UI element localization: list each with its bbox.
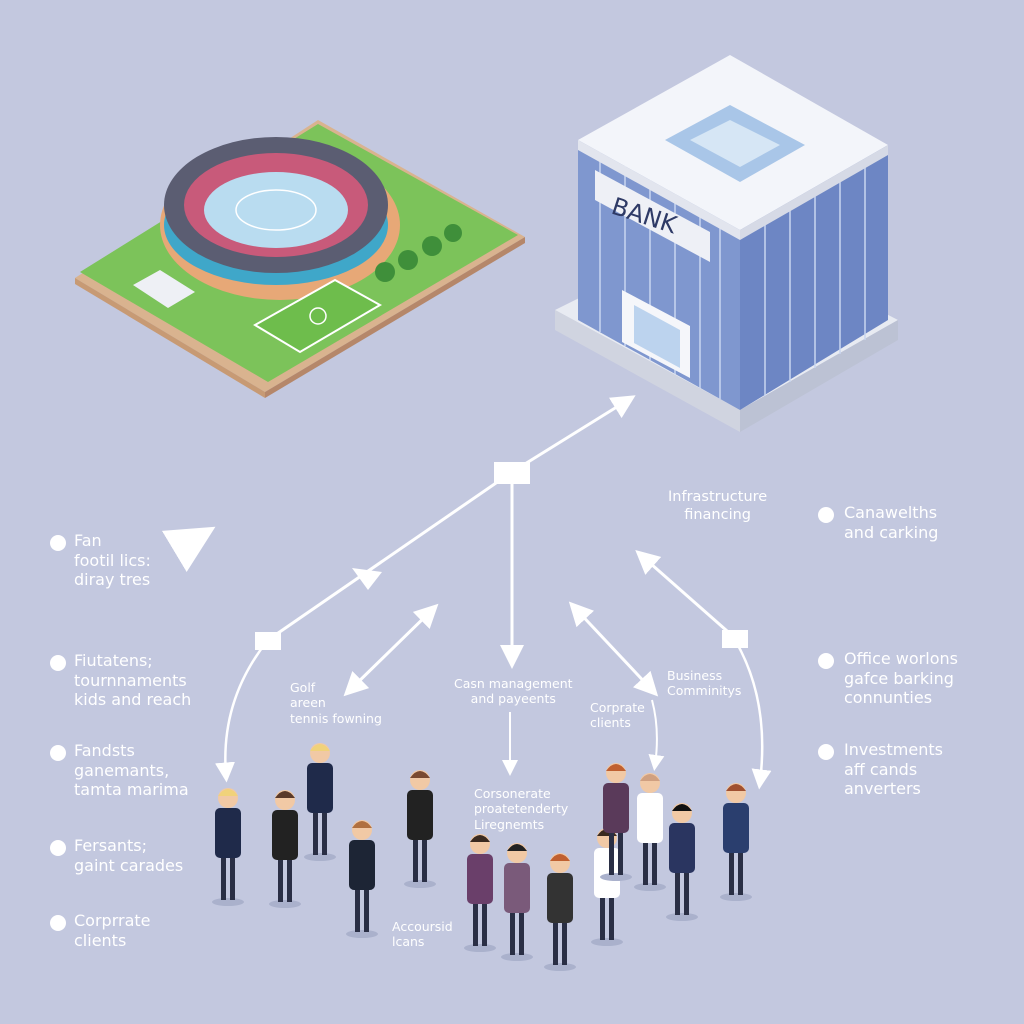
list-item-line: tamta marima: [74, 780, 189, 800]
bullet-icon: [50, 915, 66, 931]
list-item: Fersants;gaint carades: [74, 836, 183, 875]
list-item-line: gaint carades: [74, 855, 184, 875]
bullet-icon: [818, 507, 834, 523]
list-item-line: tournnaments: [74, 670, 187, 690]
list-item-line: gafce barking: [844, 668, 954, 688]
bullet-icon: [818, 744, 834, 760]
list-item-line: Fandsts: [74, 741, 135, 760]
person-figure: [464, 834, 496, 952]
bank-building-illustration: BANK: [555, 55, 898, 432]
person-figure: [346, 820, 378, 938]
flow-arrows: [161, 395, 772, 790]
list-item-line: Canawelths: [844, 503, 938, 522]
list-item-line: kids and reach: [74, 690, 192, 710]
junction-box: [494, 462, 530, 484]
list-item-line: connunties: [844, 688, 933, 708]
person-figure: [404, 770, 436, 888]
list-item-line: Fiutatens;: [74, 651, 153, 670]
stadium-illustration: [75, 120, 525, 398]
list-item-line: Investments: [844, 740, 943, 759]
bullet-icon: [50, 840, 66, 856]
list-item-line: ganemants,: [74, 760, 170, 780]
person-figure: [544, 853, 576, 971]
bullet-icon: [50, 655, 66, 671]
list-item-line: Corprrate: [74, 911, 151, 930]
list-item-line: anverters: [844, 779, 921, 799]
person-figure: [720, 783, 752, 901]
person-figure: [212, 788, 244, 906]
person-figure: [304, 743, 336, 861]
list-item-line: footil lics:: [74, 550, 151, 570]
list-item-line: diray tres: [74, 570, 151, 590]
list-item-line: Fersants;: [74, 836, 148, 855]
people-group: [212, 743, 752, 971]
list-item-line: and carking: [844, 522, 939, 542]
bullet-icon: [50, 745, 66, 761]
list-item-line: Office worlons: [844, 649, 958, 668]
person-figure: [634, 773, 666, 891]
list-item-line: Fan: [74, 531, 102, 550]
person-figure: [666, 803, 698, 921]
bullet-icon: [818, 653, 834, 669]
bullet-icon: [50, 535, 66, 551]
person-figure: [501, 843, 533, 961]
person-figure: [600, 763, 632, 881]
list-item-line: aff cands: [844, 759, 918, 779]
person-figure: [269, 790, 301, 908]
list-item-line: clients: [74, 930, 127, 950]
